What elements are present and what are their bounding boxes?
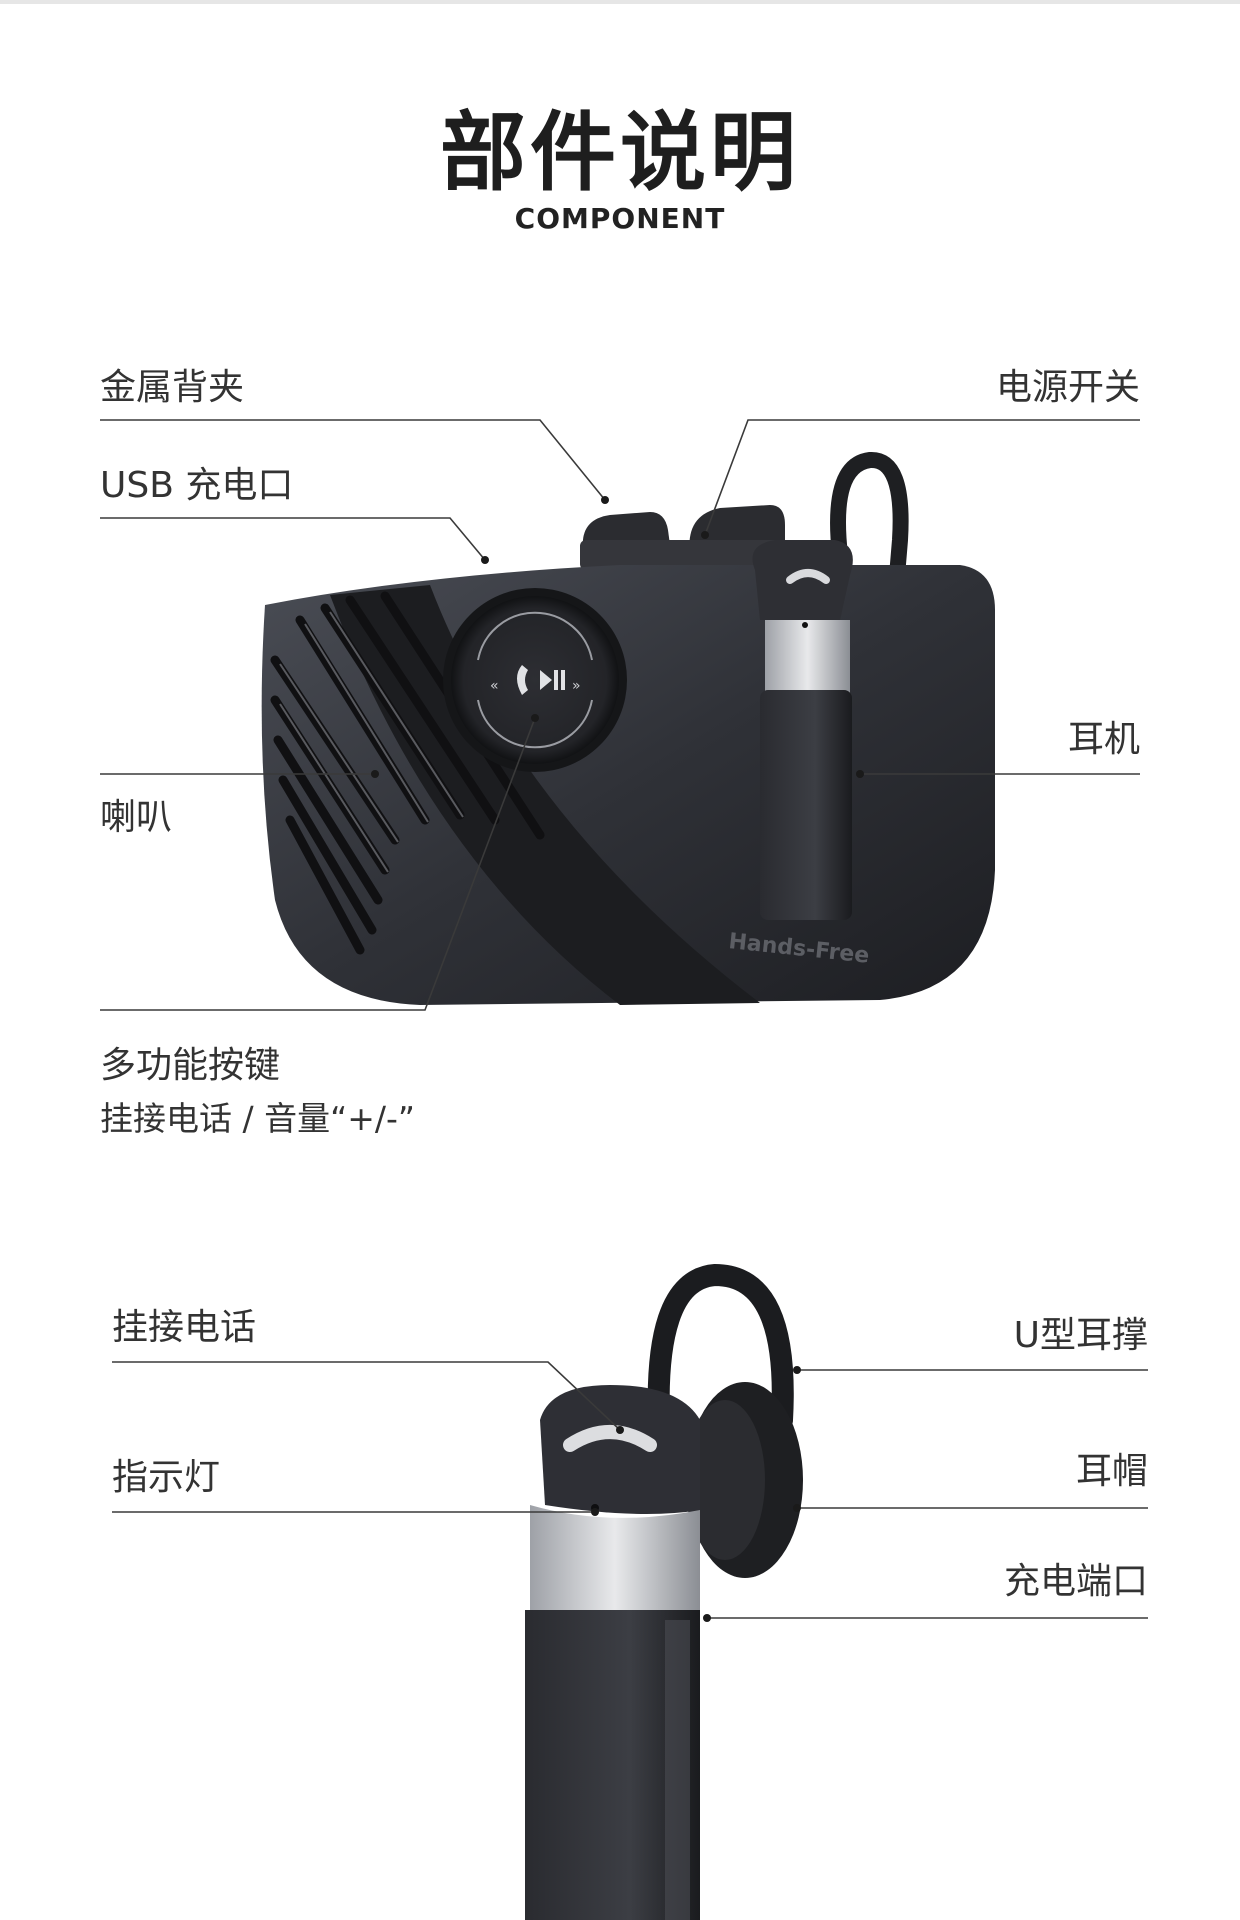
label-answer-call: 挂接电话 (112, 1307, 257, 1348)
label-earphone: 耳机 (1067, 719, 1140, 760)
svg-text:»: » (572, 678, 581, 694)
earpiece-leader-lines (112, 1361, 1148, 1619)
earpiece (525, 1263, 803, 1920)
label-charging-port: 充电端口 (1003, 1561, 1148, 1602)
device-hook (830, 452, 909, 608)
multifunction-knob: « » (443, 588, 627, 772)
label-metal-clip: 金属背夹 (100, 367, 245, 408)
label-usb-port: USB 充电口 (100, 465, 294, 506)
label-multifunction-key: 多功能按键 (100, 1045, 281, 1086)
label-indicator: 指示灯 (112, 1457, 221, 1498)
device-leader-dots (371, 496, 864, 778)
label-power-switch: 电源开关 (995, 367, 1140, 408)
metal-clip (580, 505, 790, 570)
page-title: 部件说明 (440, 103, 800, 203)
top-divider (0, 0, 1240, 4)
page-subtitle: COMPONENT (514, 202, 726, 235)
earpiece-leader-dots (591, 1366, 801, 1622)
svg-text:«: « (490, 678, 499, 694)
label-ear-cap: 耳帽 (1075, 1451, 1148, 1492)
label-speaker: 喇叭 (100, 797, 173, 838)
device-leader-lines (100, 419, 1140, 1011)
docked-earphone (752, 540, 853, 920)
label-multifunction-desc: 挂接电话 / 音量“+/-” (100, 1099, 415, 1138)
label-u-hook: U型耳撑 (1013, 1315, 1148, 1356)
body-band (330, 585, 760, 1005)
